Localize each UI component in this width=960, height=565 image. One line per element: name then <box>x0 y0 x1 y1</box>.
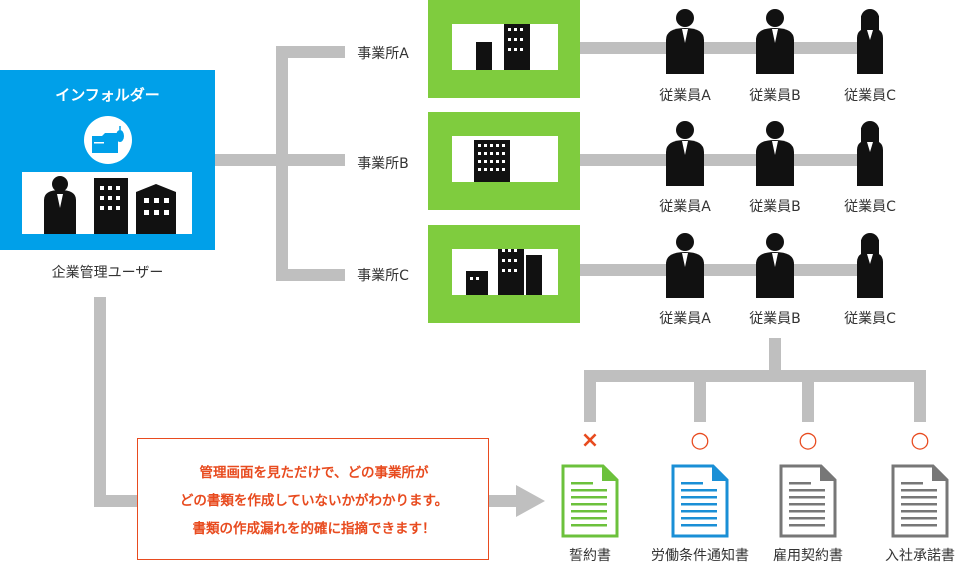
office-building-icon <box>476 16 530 70</box>
office-a-box <box>428 0 580 98</box>
employee-label: 従業員C <box>844 88 896 104</box>
company-box: インフォルダー <box>0 70 215 250</box>
notice-line-3: 書類の作成漏れを的確に指摘できます！ <box>192 521 436 537</box>
document-label: 入社承諾書 <box>885 548 955 564</box>
company-photo <box>22 172 192 234</box>
office-building-icon <box>474 140 510 182</box>
employee-label: 従業員B <box>749 88 801 104</box>
employee-label: 従業員C <box>844 199 896 215</box>
employee-icon <box>845 8 895 78</box>
employee-icon <box>660 8 710 78</box>
employee-label: 従業員B <box>749 311 801 327</box>
employee-label: 従業員A <box>659 88 711 104</box>
document-icon <box>779 464 837 542</box>
employee-icon <box>660 232 710 302</box>
employee-icon <box>660 120 710 190</box>
notice-line-1: 管理画面を見ただけで、どの事業所が <box>199 465 429 481</box>
status-mark: ○ <box>910 428 930 453</box>
office-a-label: 事業所A <box>357 46 409 62</box>
status-mark: × <box>580 428 600 453</box>
employee-label: 従業員B <box>749 199 801 215</box>
employee-icon <box>750 232 800 302</box>
status-mark: ○ <box>690 428 710 453</box>
employee-icon <box>845 232 895 302</box>
notice-line-2: どの書類を作成していないかがわかります。 <box>179 493 449 509</box>
employee-icon <box>845 120 895 190</box>
office-c-label: 事業所C <box>357 268 409 284</box>
employee-icon <box>750 8 800 78</box>
company-user-label: 企業管理ユーザー <box>51 265 164 281</box>
office-building-icon <box>466 239 542 295</box>
office-b-box <box>428 112 580 210</box>
office-c-box <box>428 225 580 323</box>
document-icon <box>561 464 619 542</box>
document-icon <box>891 464 949 542</box>
company-name: インフォルダー <box>55 86 160 104</box>
employee-icon <box>750 120 800 190</box>
folder-mouse-icon <box>84 116 132 164</box>
employee-label: 従業員A <box>659 199 711 215</box>
status-mark: ○ <box>798 428 818 453</box>
document-label: 労働条件通知書 <box>651 548 749 564</box>
document-label: 雇用契約書 <box>773 548 843 564</box>
employee-label: 従業員A <box>659 311 711 327</box>
office-b-label: 事業所B <box>357 156 409 172</box>
document-icon <box>671 464 729 542</box>
notice-box: 管理画面を見ただけで、どの事業所が どの書類を作成していないかがわかります。 書… <box>137 438 489 560</box>
employee-label: 従業員C <box>844 311 896 327</box>
document-label: 誓約書 <box>569 548 611 564</box>
businessman-icon <box>44 176 176 234</box>
